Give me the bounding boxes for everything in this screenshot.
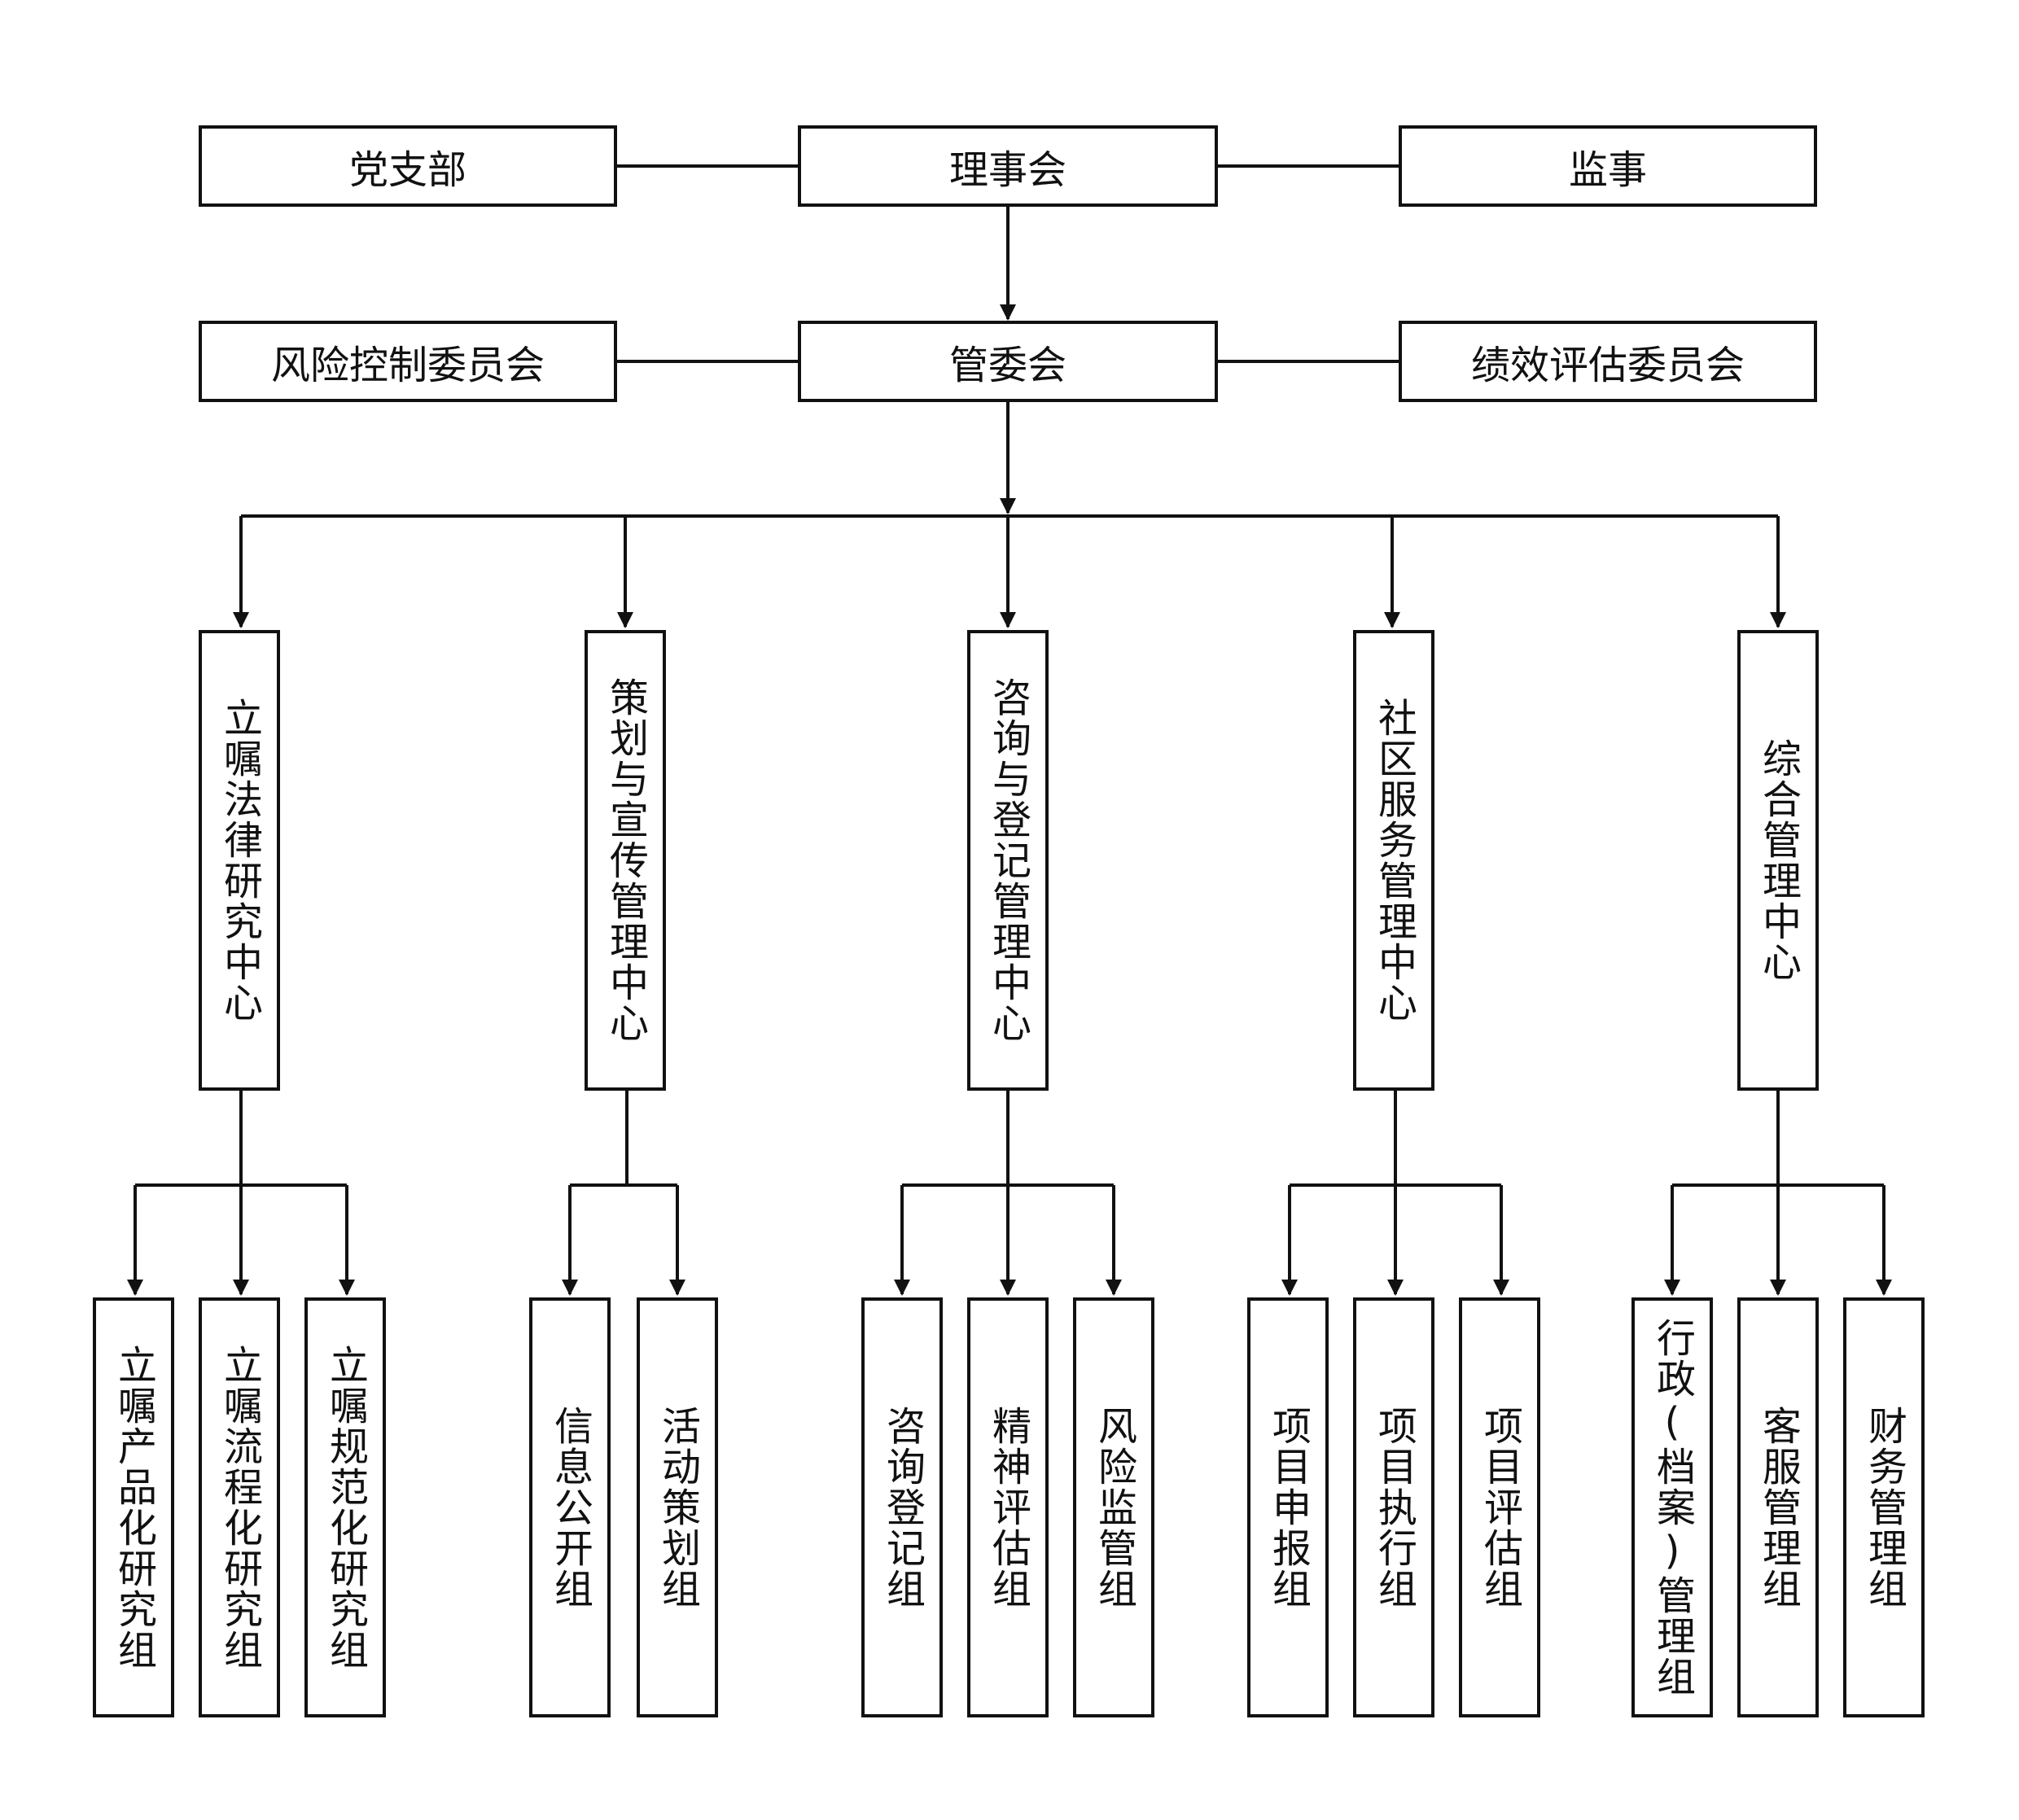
group-label: 立嘱规范化研究组 <box>322 1345 368 1670</box>
group-label: 活动策划组 <box>655 1406 700 1609</box>
group-label: 项目评估组 <box>1477 1406 1522 1609</box>
group-label: 精神评估组 <box>985 1406 1031 1609</box>
risk-committee-label: 风险控制委员会 <box>270 343 545 388</box>
group-box-3-3: 风险监管组 <box>1073 1297 1154 1717</box>
group-box-4-3: 项目评估组 <box>1459 1297 1540 1717</box>
management-committee-label: 管委会 <box>948 343 1066 388</box>
center-label-1: 立嘱法律研究中心 <box>217 698 262 1023</box>
center-label-3: 咨询与登记管理中心 <box>985 677 1031 1043</box>
performance-committee-box: 绩效评估委员会 <box>1399 321 1817 402</box>
group-label: 咨询登记组 <box>879 1406 925 1609</box>
center-box-4: 社区服务管理中心 <box>1353 630 1434 1091</box>
group-box-4-2: 项目执行组 <box>1353 1297 1434 1717</box>
group-box-1-3: 立嘱规范化研究组 <box>304 1297 386 1717</box>
center-box-3: 咨询与登记管理中心 <box>967 630 1049 1091</box>
group-box-3-1: 咨询登记组 <box>861 1297 943 1717</box>
party-branch-box: 党支部 <box>199 125 617 207</box>
group-box-2-1: 信息公开组 <box>529 1297 611 1717</box>
group-box-3-2: 精神评估组 <box>967 1297 1049 1717</box>
group-label: 信息公开组 <box>547 1406 593 1609</box>
group-label: 风险监管组 <box>1091 1406 1137 1609</box>
center-box-5: 综合管理中心 <box>1737 630 1819 1091</box>
group-label: 行政(档案)管理组 <box>1649 1318 1695 1697</box>
center-box-1: 立嘱法律研究中心 <box>199 630 280 1091</box>
center-label-4: 社区服务管理中心 <box>1371 698 1417 1023</box>
center-label-5: 综合管理中心 <box>1755 738 1801 982</box>
risk-committee-box: 风险控制委员会 <box>199 321 617 402</box>
group-label: 客服管理组 <box>1755 1406 1801 1609</box>
council-label: 理事会 <box>948 147 1066 193</box>
group-box-5-3: 财务管理组 <box>1843 1297 1925 1717</box>
management-committee-box: 管委会 <box>798 321 1218 402</box>
center-label-2: 策划与宣传管理中心 <box>602 677 648 1043</box>
group-label: 项目执行组 <box>1371 1406 1417 1609</box>
group-box-5-2: 客服管理组 <box>1737 1297 1819 1717</box>
group-label: 项目申报组 <box>1265 1406 1311 1609</box>
group-box-2-2: 活动策划组 <box>637 1297 718 1717</box>
party-branch-label: 党支部 <box>348 147 466 193</box>
group-box-1-1: 立嘱产品化研究组 <box>93 1297 174 1717</box>
group-label: 财务管理组 <box>1861 1406 1907 1609</box>
group-label: 立嘱产品化研究组 <box>111 1345 156 1670</box>
supervisor-label: 监事 <box>1568 147 1647 193</box>
supervisor-box: 监事 <box>1399 125 1817 207</box>
council-box: 理事会 <box>798 125 1218 207</box>
center-box-2: 策划与宣传管理中心 <box>585 630 666 1091</box>
performance-committee-label: 绩效评估委员会 <box>1470 343 1745 388</box>
group-box-4-1: 项目申报组 <box>1247 1297 1329 1717</box>
group-label: 立嘱流程化研究组 <box>217 1345 262 1670</box>
group-box-5-1: 行政(档案)管理组 <box>1631 1297 1713 1717</box>
group-box-1-2: 立嘱流程化研究组 <box>199 1297 280 1717</box>
